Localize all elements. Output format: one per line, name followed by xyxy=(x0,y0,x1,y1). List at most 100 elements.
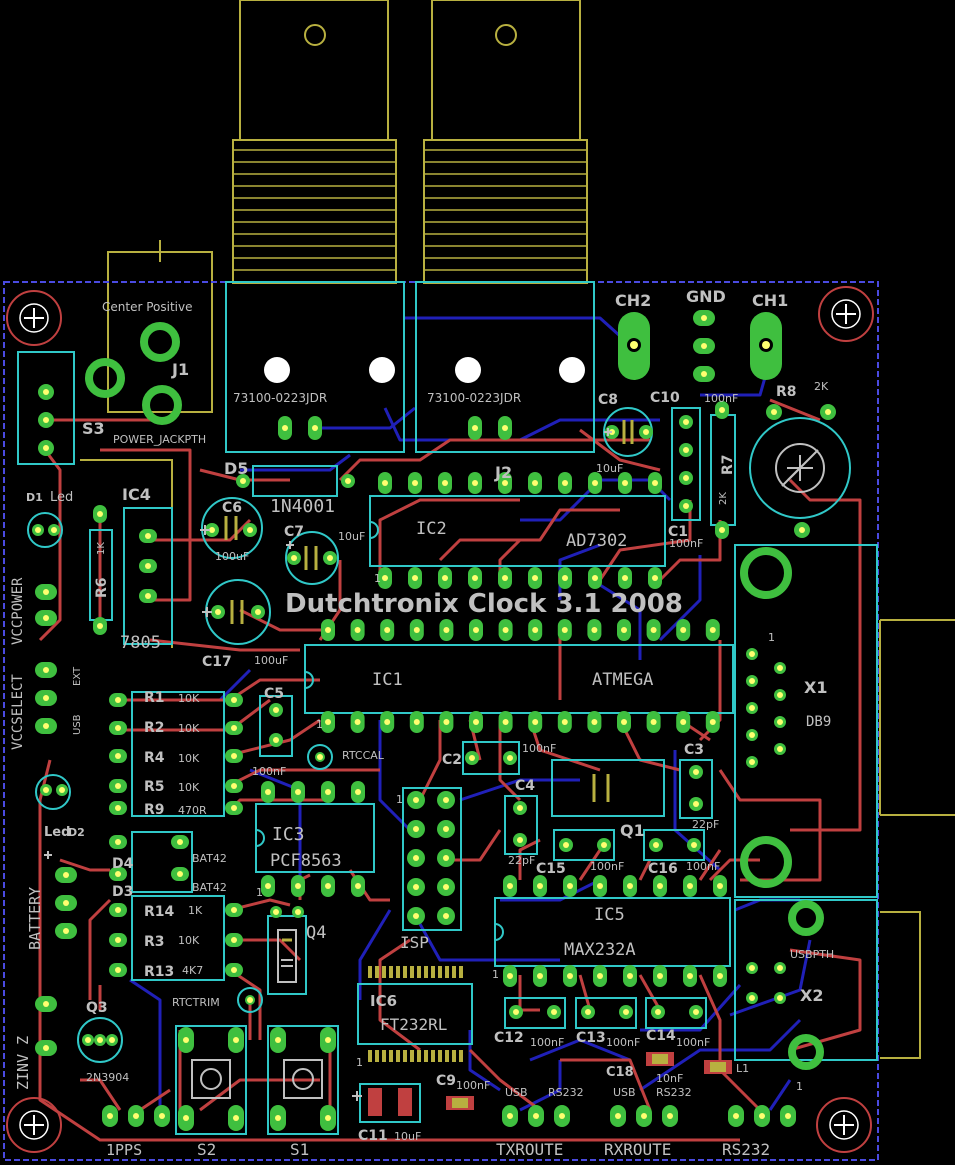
label-c4: C4 xyxy=(515,778,535,794)
pad-drill xyxy=(275,1037,281,1043)
pad-drill xyxy=(627,883,633,889)
polarity-marks xyxy=(44,428,612,1101)
pad-drill xyxy=(413,627,420,633)
pad-drill xyxy=(655,1009,661,1015)
ic2-pin1: 1 xyxy=(374,572,381,585)
pad-drill xyxy=(749,965,755,971)
pad-drill xyxy=(325,1037,331,1043)
pad-drill xyxy=(115,725,121,731)
pad-drill xyxy=(115,937,121,943)
label-q1: Q1 xyxy=(620,821,645,840)
d5-outline xyxy=(252,465,338,497)
pad-drill xyxy=(507,973,513,979)
pad-drill xyxy=(63,872,69,878)
bottom-copper xyxy=(129,316,812,1112)
pad-drill xyxy=(473,627,479,633)
pad-drill xyxy=(650,719,657,725)
pad-drill xyxy=(43,787,49,793)
pad-drill xyxy=(473,719,479,725)
pad-drill xyxy=(683,419,689,425)
label-r7: R7 xyxy=(720,454,736,475)
label-c12-value: 100nF xyxy=(530,1036,564,1049)
label-c13-value: 100nF xyxy=(606,1036,640,1049)
pad-drill xyxy=(43,667,49,673)
c11-outline xyxy=(359,1083,421,1123)
c11-pad-b xyxy=(398,1088,412,1116)
label-r7-value: 2K xyxy=(718,492,729,505)
label-d1: D1 xyxy=(26,491,43,504)
pad-drill xyxy=(585,1009,591,1015)
pad-drill xyxy=(412,575,418,581)
label-c3: C3 xyxy=(684,742,704,758)
label-rs232: RS232 xyxy=(722,1140,770,1159)
label-x1: X1 xyxy=(804,678,827,697)
ic6-lead xyxy=(431,1050,435,1062)
pad-drill xyxy=(443,913,449,919)
pad-drill xyxy=(719,407,725,413)
pad-drill xyxy=(115,805,121,811)
ic6-lead xyxy=(438,1050,442,1062)
pad-drill xyxy=(51,527,57,533)
s1-outline xyxy=(267,1025,339,1135)
pad-drill xyxy=(215,609,221,615)
pad-drill xyxy=(717,883,723,889)
pad-drill xyxy=(601,842,607,848)
pad-drill xyxy=(115,753,121,759)
label-txroute-rs232: RS232 xyxy=(548,1086,584,1099)
pad-drill xyxy=(413,884,419,890)
pad-drill xyxy=(115,907,121,913)
bnc-mount-holes xyxy=(264,357,585,383)
mounting-hole-br xyxy=(816,1097,872,1153)
pad-drill xyxy=(680,719,687,725)
resistor-bank-outline xyxy=(131,691,225,817)
pad-drill xyxy=(325,883,331,889)
pad-drill xyxy=(177,871,183,877)
j1-pad-2 xyxy=(85,358,125,398)
silkscreen-labels: Dutchtronix Clock 3.1 2008 CH2 GND CH1 C… xyxy=(10,287,834,1159)
label-r6-value: 1K xyxy=(96,542,107,555)
pad-drill xyxy=(325,789,331,795)
label-r13: R13 xyxy=(144,964,174,980)
pad-drill xyxy=(43,723,49,729)
ic6-lead xyxy=(403,966,407,978)
switch-actuators xyxy=(191,1059,323,1099)
pad-drill xyxy=(652,575,658,581)
label-rxroute-usb: USB xyxy=(613,1086,636,1099)
pad-drill xyxy=(507,1113,513,1119)
pad-drill xyxy=(563,842,569,848)
label-c2-value: 100nF xyxy=(522,742,556,755)
pad-drill xyxy=(691,842,697,848)
pad-drill xyxy=(413,719,420,725)
pad-drill xyxy=(507,883,513,889)
pad-drill xyxy=(615,1113,621,1119)
pad-drill xyxy=(621,627,627,633)
pad-drill xyxy=(502,575,508,581)
ic6-lead xyxy=(382,1050,386,1062)
pad-drill xyxy=(443,627,450,633)
label-l1: L1 xyxy=(736,1062,749,1075)
c11-pad-a xyxy=(368,1088,382,1116)
label-rtctrim: RTCTRIM xyxy=(172,996,220,1009)
pad-drill xyxy=(43,417,49,423)
pad-drill xyxy=(777,995,783,1001)
label-r14: R14 xyxy=(144,904,175,920)
ic1-outline xyxy=(304,644,734,714)
label-ic2: IC2 xyxy=(416,519,447,539)
j1-pad-1 xyxy=(140,322,180,362)
pad-drill xyxy=(115,967,121,973)
pad-drill xyxy=(502,627,509,633)
pad-drill xyxy=(825,409,831,415)
power-jack-outline xyxy=(107,240,213,413)
pad-drill xyxy=(109,1037,115,1043)
label-ic5-value: MAX232A xyxy=(564,940,636,960)
pad-drill xyxy=(667,1113,673,1119)
pad-drill xyxy=(687,883,693,889)
label-1pps: 1PPS xyxy=(106,1141,142,1159)
pad-drill xyxy=(443,855,449,861)
pad-drill xyxy=(63,900,69,906)
s3-outline xyxy=(17,351,75,465)
c3-outline xyxy=(679,759,713,819)
bnc2-footprint xyxy=(415,281,595,453)
c14-outline xyxy=(645,997,707,1029)
x1-pin1: 1 xyxy=(768,631,775,644)
